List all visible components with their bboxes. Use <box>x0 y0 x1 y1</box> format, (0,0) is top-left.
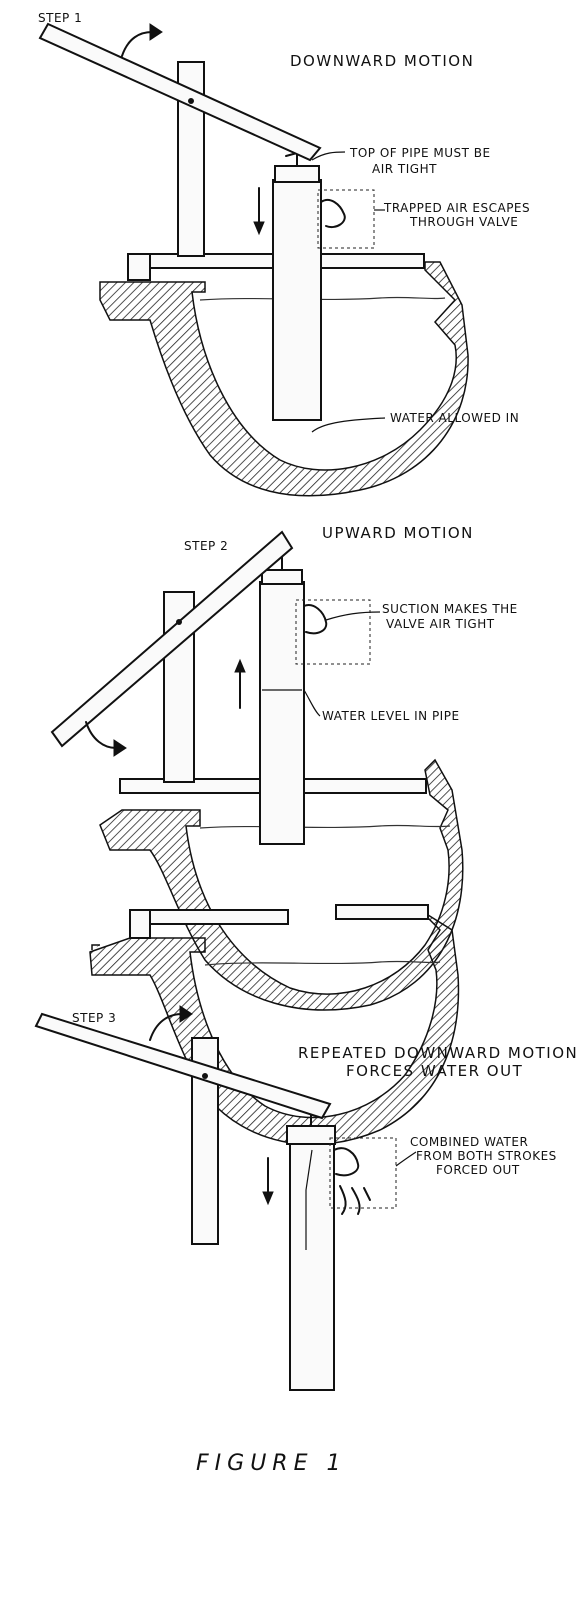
step-3-pipe-cap <box>286 1125 336 1145</box>
step-2-pivot <box>176 619 182 625</box>
step-1-motion-title: DOWNWARD MOTION <box>290 52 474 70</box>
step-3-leader-valve <box>395 1151 417 1167</box>
step-3-ground-pit <box>89 913 460 1146</box>
step-1-valve-callout-box <box>317 189 375 249</box>
step-3-platform-left <box>129 909 289 925</box>
step-3-callout-forced-out: FORCED OUT <box>436 1163 520 1177</box>
step-2-water-surface <box>199 824 451 829</box>
step-3-motion-title-2: FORCES WATER OUT <box>346 1062 523 1080</box>
step-1-pivot <box>188 98 194 104</box>
step-3-valve <box>333 1147 360 1177</box>
step-2-leader-valve <box>325 611 381 621</box>
step-1-callout-trapped-air: TRAPPED AIR ESCAPES <box>383 201 530 215</box>
step-1-leader-top <box>311 151 346 161</box>
step-3-curved-arrow <box>149 1013 183 1041</box>
step-3-platform-right <box>335 904 429 920</box>
step-2-pipe <box>259 581 305 845</box>
step-1-leader-water <box>311 417 386 433</box>
step-3-elements: STEP 3 REPEATED DOWNWARD MOTION FORCES W… <box>34 909 578 1391</box>
step-1-pipe <box>272 179 322 421</box>
step-3-water-drops <box>339 1185 371 1215</box>
step-2-motion-title: UPWARD MOTION <box>322 524 474 542</box>
step-1-curved-arrow <box>121 31 153 57</box>
step-3-motion-title: REPEATED DOWNWARD MOTION <box>298 1044 578 1062</box>
step-2-lever <box>50 530 294 748</box>
step-1-label: STEP 1 <box>38 11 82 25</box>
step-1-callout-through-valve: THROUGH VALVE <box>409 215 518 229</box>
step-2-valve-callout-box <box>295 599 371 665</box>
step-2-panel: STEP 2 UPWARD MOTION SUCTION MAKES THE V… <box>50 524 518 1011</box>
step-3-inner-rod <box>305 1149 313 1250</box>
step-3-callout-combined-water: COMBINED WATER <box>410 1135 528 1149</box>
step-1-panel: STEP 1 DOWNWARD MOTION TOP OF PIPE MUST … <box>38 11 530 497</box>
step-3-panel <box>89 904 460 1146</box>
step-3-callout-both-strokes: FROM BOTH STROKES <box>416 1149 557 1163</box>
step-1-lever <box>38 22 322 162</box>
step-2-curved-arrow <box>85 721 117 749</box>
step-3-label: STEP 3 <box>72 1011 116 1025</box>
step-1-callout-top-of-pipe: TOP OF PIPE MUST BE <box>349 146 491 160</box>
step-3-lever <box>34 1012 332 1120</box>
step-1-valve <box>320 198 346 228</box>
step-2-callout-suction: SUCTION MAKES THE <box>382 602 518 616</box>
step-2-callout-valve-air-tight: VALVE AIR TIGHT <box>386 617 495 631</box>
step-1-pipe-cap <box>274 165 320 183</box>
step-3-platform-left-end <box>129 909 151 939</box>
step-1-ground-pit <box>99 261 469 497</box>
step-2-leader-water-level <box>303 689 321 717</box>
step-2-callout-water-level: WATER LEVEL IN PIPE <box>322 709 460 723</box>
step-2-pipe-cap <box>261 569 303 585</box>
step-3-water-surface <box>204 960 441 966</box>
step-2-valve <box>303 604 328 635</box>
step-2-label: STEP 2 <box>184 539 228 553</box>
step-1-callout-water-allowed: WATER ALLOWED IN <box>390 411 519 425</box>
step-1-callout-air-tight: AIR TIGHT <box>372 162 437 176</box>
step-1-water-surface <box>199 296 446 301</box>
step-3-pivot <box>202 1073 208 1079</box>
step-1-platform-end <box>127 253 151 281</box>
step-3-valve-callout-box <box>329 1137 397 1209</box>
figure-title: FIGURE 1 <box>196 1451 346 1476</box>
step-3-pipe-body <box>289 1141 335 1391</box>
